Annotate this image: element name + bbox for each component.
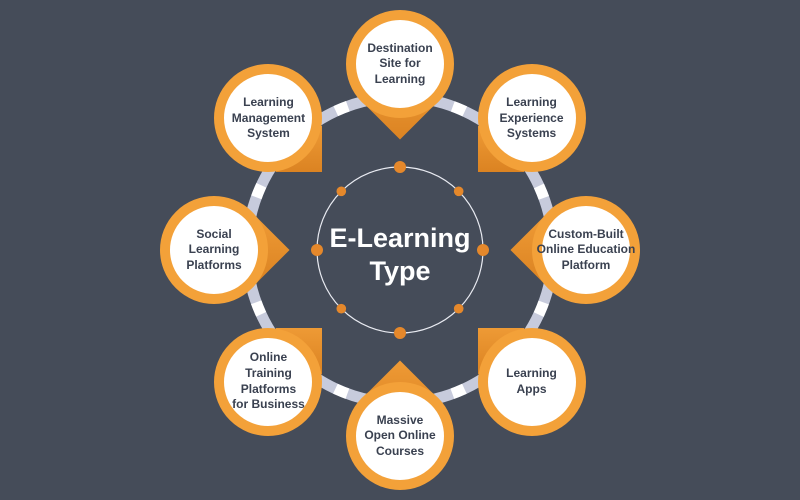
center-ring-dot (336, 303, 347, 314)
center-ring-dot (394, 327, 406, 339)
center-ring-dot (394, 161, 406, 173)
center-ring-dot (453, 186, 464, 197)
center-ring-dot (453, 303, 464, 314)
center-ring-dot (477, 244, 489, 256)
center-ring-dot (311, 244, 323, 256)
center-dots-group (311, 161, 489, 339)
center-ring-dot (336, 186, 347, 197)
